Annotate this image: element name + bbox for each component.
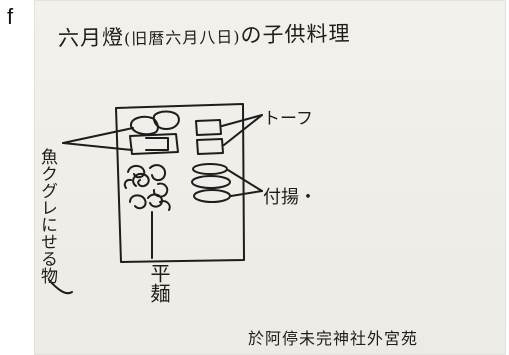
fish-piece-2 (152, 110, 180, 130)
leader-tofu-1 (221, 114, 263, 127)
leader-tsukeage-2 (230, 190, 263, 197)
fish-piece-3-inner (145, 137, 169, 151)
label-fish-dish: 魚クグレにせる物 (37, 148, 57, 284)
tofu-block-1 (195, 119, 222, 136)
noodle-swirl (123, 164, 171, 211)
tsukeage-1 (192, 163, 228, 175)
label-tsukeage: 付揚・ (263, 187, 317, 208)
label-hiramen: 平麺 (147, 263, 171, 303)
fish-piece-3 (129, 133, 179, 155)
leader-left-2 (62, 142, 133, 151)
tray-outline (115, 103, 245, 263)
signature: 於阿停未完神社外宮苑 (248, 329, 419, 348)
leader-left-1 (62, 127, 134, 144)
left-label-swoosh (48, 279, 73, 295)
fish-piece-1 (130, 115, 159, 136)
handwritten-sketch-paper (34, 0, 506, 355)
tsukeage-2 (191, 175, 231, 189)
leader-tsukeage-1 (227, 169, 263, 192)
leader-tofu-2 (223, 114, 263, 146)
panel-letter: f (7, 4, 14, 29)
label-tofu: トーフ (263, 109, 313, 129)
tofu-block-2 (196, 138, 224, 155)
tsukeage-3 (193, 189, 231, 203)
